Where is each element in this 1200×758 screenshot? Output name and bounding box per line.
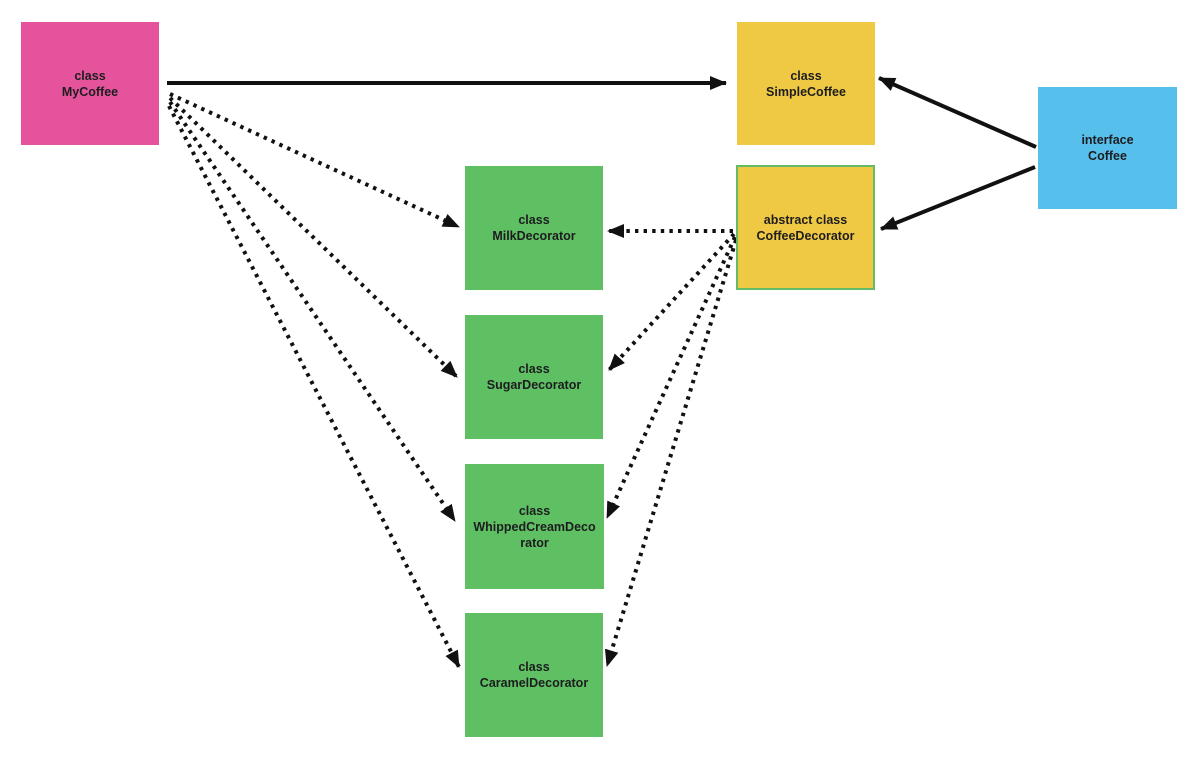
node-label: class CaramelDecorator bbox=[465, 659, 603, 691]
edge-coffeedecorator-sugardecorator-arrow bbox=[607, 232, 736, 372]
node-type-label: class bbox=[518, 213, 550, 227]
node-label: class SimpleCoffee bbox=[737, 68, 875, 100]
node-class-carameldecorator[interactable]: class CaramelDecorator bbox=[465, 613, 603, 737]
node-name-label: SugarDecorator bbox=[486, 378, 582, 392]
node-name-label: Coffee bbox=[1088, 149, 1127, 163]
edge-coffee-coffeedecorator-arrow bbox=[880, 165, 1036, 231]
node-label: class MyCoffee bbox=[21, 68, 159, 100]
node-type-label: class bbox=[518, 362, 550, 376]
edge-mycoffee-milkdecorator-arrow bbox=[169, 92, 460, 229]
node-label: class SugarDecorator bbox=[465, 361, 603, 393]
node-label: interface Coffee bbox=[1038, 132, 1177, 164]
edge-mycoffee-carameldecorator-arrow bbox=[167, 105, 461, 668]
edge-coffee-simplecoffee-arrow bbox=[878, 76, 1037, 149]
node-name-label: SimpleCoffee bbox=[766, 84, 846, 99]
node-name-label: CaramelDecorator bbox=[479, 676, 589, 690]
node-type-label: interface bbox=[1081, 133, 1134, 147]
node-type-label: class bbox=[518, 503, 551, 518]
node-type-label: class bbox=[74, 68, 106, 83]
edge-mycoffee-sugardecorator-arrow bbox=[168, 96, 459, 379]
node-label: class WhippedCreamDecorator bbox=[465, 503, 604, 551]
node-class-milkdecorator[interactable]: class MilkDecorator bbox=[465, 166, 603, 290]
node-abstract-class-coffeedecorator[interactable]: abstract class CoffeeDecorator bbox=[736, 165, 875, 290]
node-name-label: MyCoffee bbox=[61, 84, 119, 99]
edge-mycoffee-whippedcreamdecorator-arrow bbox=[168, 100, 457, 523]
node-class-mycoffee[interactable]: class MyCoffee bbox=[21, 22, 159, 145]
node-label: abstract class CoffeeDecorator bbox=[738, 212, 873, 244]
edge-coffeedecorator-whippedcreamdecorator-arrow bbox=[605, 236, 737, 519]
edge-coffeedecorator-carameldecorator-arrow bbox=[604, 239, 738, 667]
node-name-label: MilkDecorator bbox=[492, 229, 576, 243]
node-class-simplecoffee[interactable]: class SimpleCoffee bbox=[737, 22, 875, 145]
node-type-label: abstract class bbox=[763, 212, 848, 227]
node-class-whippedcreamdecorator[interactable]: class WhippedCreamDecorator bbox=[465, 464, 604, 589]
node-class-sugardecorator[interactable]: class SugarDecorator bbox=[465, 315, 603, 439]
node-interface-coffee[interactable]: interface Coffee bbox=[1038, 87, 1177, 209]
node-name-label: CoffeeDecorator bbox=[756, 228, 855, 243]
node-label: class MilkDecorator bbox=[465, 212, 603, 244]
node-type-label: class bbox=[518, 660, 550, 674]
node-name-label: WhippedCreamDecorator bbox=[473, 519, 596, 550]
node-type-label: class bbox=[790, 68, 822, 83]
